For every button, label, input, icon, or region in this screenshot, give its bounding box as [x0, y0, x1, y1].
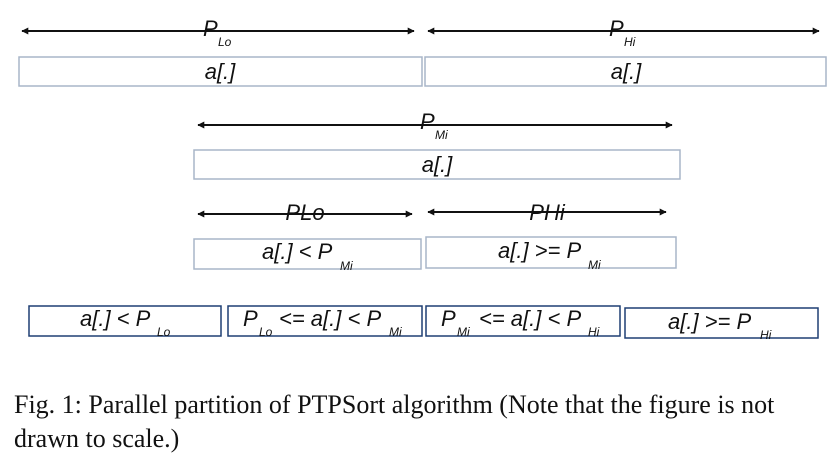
row3-right-box: a[.] >= P Mi: [425, 236, 677, 272]
row4-box-2-pre: P: [243, 306, 258, 331]
phi-arrow: PHi: [427, 200, 667, 225]
p-lo-label: P: [203, 16, 218, 41]
p-mi-subscript: Mi: [435, 128, 448, 142]
p-lo-arrow: P Lo: [21, 16, 415, 49]
row4-box-1-subscript: Lo: [157, 325, 171, 339]
row3-right-box-text: a[.] >= P: [498, 238, 581, 263]
figure-caption: Fig. 1: Parallel partition of PTPSort al…: [14, 390, 775, 453]
row4-box-3: P Mi <= a[.] < P Hi: [425, 305, 621, 339]
row3-right-box-subscript: Mi: [588, 258, 601, 272]
row4-box-2-pre-subscript: Lo: [259, 325, 273, 339]
row3-left-box-text: a[.] < P: [262, 239, 333, 264]
partition-diagram: P Lo P Hi a[.] a[.] P Mi a[.] PLo PHi a[…: [18, 16, 827, 342]
row3-left-box-subscript: Mi: [340, 259, 353, 273]
row2-box-text: a[.]: [422, 152, 453, 177]
row1-right-box-text: a[.]: [611, 59, 642, 84]
plo-label: PLo: [285, 200, 324, 225]
plo-arrow: PLo: [197, 200, 413, 225]
p-lo-subscript: Lo: [218, 35, 232, 49]
row4-box-3-pre-subscript: Mi: [457, 325, 470, 339]
p-hi-subscript: Hi: [624, 35, 636, 49]
row1-left-box-text: a[.]: [205, 59, 236, 84]
row3-left-box: a[.] < P Mi: [193, 238, 422, 273]
row4-box-2: P Lo <= a[.] < P Mi: [227, 305, 423, 339]
row4-box-2-subscript: Mi: [389, 325, 402, 339]
row4-box-4-text: a[.] >= P: [668, 309, 751, 334]
row2-box: a[.]: [193, 149, 681, 180]
row4-box-1: a[.] < P Lo: [28, 305, 222, 339]
row4-box-4: a[.] >= P Hi: [624, 307, 819, 342]
p-mi-arrow: P Mi: [197, 109, 673, 142]
row1-left-box: a[.]: [18, 56, 423, 87]
row4-box-4-subscript: Hi: [760, 328, 772, 342]
row1-right-box: a[.]: [424, 56, 827, 87]
p-hi-arrow: P Hi: [427, 16, 820, 49]
phi-label: PHi: [529, 200, 566, 225]
row4-box-1-text: a[.] < P: [80, 306, 151, 331]
row4-box-2-text: <= a[.] < P: [279, 306, 381, 331]
p-hi-label: P: [609, 16, 624, 41]
row4-box-3-pre: P: [441, 306, 456, 331]
p-mi-label: P: [420, 109, 435, 134]
row4-box-3-text: <= a[.] < P: [479, 306, 581, 331]
row4-box-3-subscript: Hi: [588, 325, 600, 339]
